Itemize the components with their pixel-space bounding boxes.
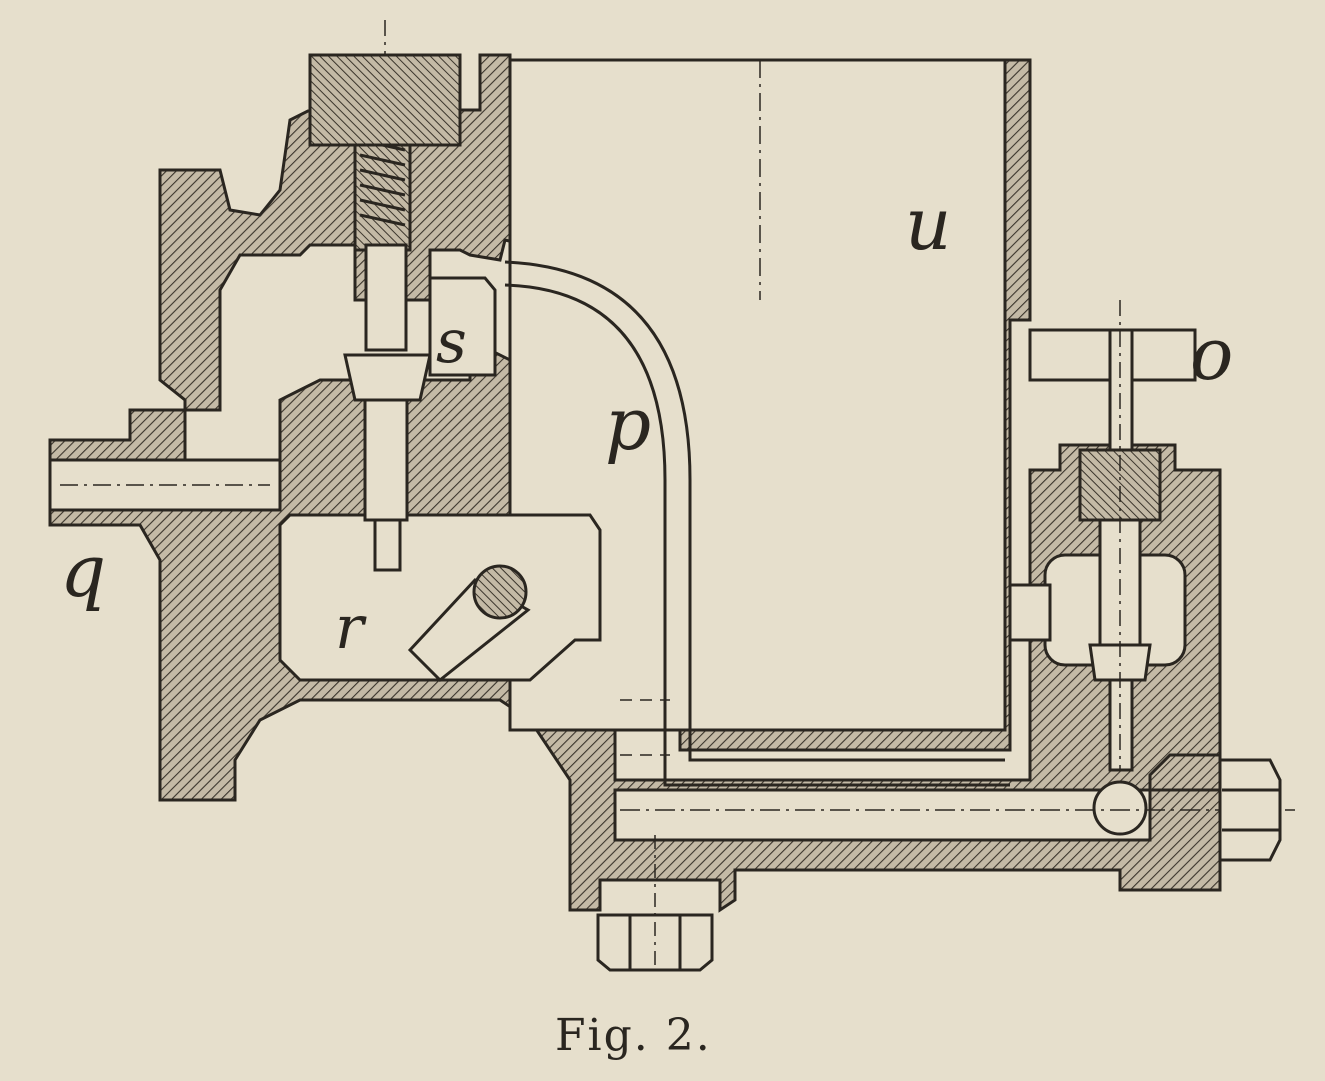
throttle-shaft-r [407, 564, 531, 683]
bottom-drain-nut [596, 835, 714, 972]
top-cap-nut [308, 53, 462, 147]
label-o: o [1190, 312, 1234, 396]
label-u: u [905, 182, 952, 266]
figure-caption: Fig. 2. [555, 1010, 712, 1061]
label-r: r [335, 593, 364, 663]
label-s: s [436, 307, 467, 377]
outlet-pipe [613, 699, 1295, 842]
float-lever-s [428, 276, 497, 377]
label-p: p [605, 382, 652, 466]
right-end-nut [1218, 758, 1282, 862]
throttle-cavity [278, 513, 602, 682]
label-q: q [60, 529, 107, 613]
inlet-channel-p-inner [504, 283, 1010, 787]
valve-assembly-o [1008, 300, 1197, 772]
inlet-channel-p [504, 260, 1005, 762]
